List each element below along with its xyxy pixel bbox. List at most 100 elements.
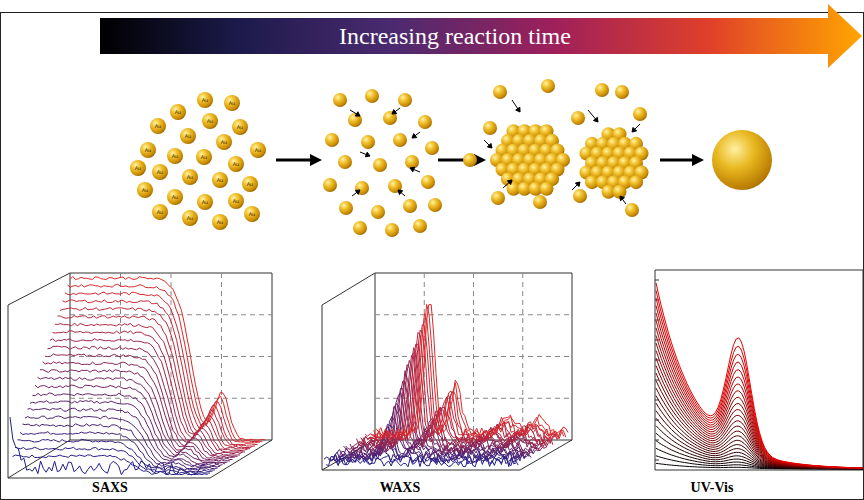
au-atom (182, 210, 198, 226)
au-atom (130, 160, 146, 176)
atom-symbol: Au (202, 199, 209, 205)
cluster-atom (540, 182, 554, 196)
gold-seed (338, 155, 352, 169)
gold-seed (595, 83, 609, 97)
gold-particles (130, 79, 649, 237)
au-atom (197, 194, 213, 210)
gold-seed (533, 195, 547, 209)
axis-line (322, 305, 323, 470)
gold-seed (405, 155, 419, 169)
arrow-head (632, 127, 637, 132)
gold-seed (463, 153, 477, 167)
arrow-head (575, 182, 580, 187)
gold-seed (413, 219, 427, 233)
au-atom (228, 193, 244, 209)
au-atom (244, 206, 260, 222)
motion-arrow (503, 180, 512, 188)
gold-seed (573, 189, 587, 203)
atom-symbol: Au (247, 181, 254, 187)
data-curve (656, 358, 863, 468)
atom-symbol: Au (175, 109, 182, 115)
atom-symbol: Au (202, 97, 209, 103)
atom-symbol: Au (217, 177, 224, 183)
frame (1, 13, 864, 500)
au-atom (228, 156, 244, 172)
motion-arrow (350, 110, 360, 116)
gold-seed (428, 198, 442, 212)
gold-seed (398, 93, 412, 107)
data-curve (38, 377, 233, 459)
axis-line (221, 273, 222, 440)
atom-symbol: Au (207, 118, 214, 124)
data-curve (25, 416, 220, 467)
atom-symbol: Au (157, 169, 164, 175)
gold-seed (541, 79, 555, 93)
data-curve (70, 277, 265, 441)
atom-symbol: Au (185, 133, 192, 139)
atom-symbol: Au (142, 187, 149, 193)
gold-seed (421, 175, 435, 189)
arrow-head (594, 117, 598, 122)
data-curve (68, 284, 263, 441)
axis-line (8, 305, 9, 478)
atom-symbol: Au (135, 165, 142, 171)
plot-title: UV-Vis (691, 480, 734, 496)
gold-seed (323, 178, 337, 192)
axis-line (655, 270, 864, 271)
au-atom (180, 128, 196, 144)
data-curve (35, 385, 230, 461)
arrow-head (410, 167, 415, 172)
arrow-head (355, 112, 360, 116)
au-atom (196, 149, 212, 165)
data-curve (63, 300, 258, 445)
gold-seed (393, 133, 407, 147)
axis-line (473, 273, 474, 440)
au-atom (170, 104, 186, 120)
au-atom (197, 92, 213, 108)
data-curve (374, 305, 566, 439)
arrow-head (398, 190, 403, 195)
data-curve (40, 370, 235, 458)
atom-symbol: Au (233, 198, 240, 204)
atom-symbol: Au (201, 154, 208, 160)
cluster-atom (613, 185, 627, 199)
motion-arrow (392, 108, 400, 114)
au-atom (202, 113, 218, 129)
au-atom (150, 118, 166, 134)
atom-symbol: Au (255, 147, 262, 153)
arrow-head (516, 107, 520, 112)
au-atom (167, 189, 183, 205)
gold-seed (365, 89, 379, 103)
data-curve (656, 366, 863, 469)
plot-title: WAXS (380, 480, 420, 496)
motion-arrow (620, 196, 626, 204)
motion-arrow (410, 168, 420, 172)
data-curve (656, 351, 863, 469)
gold-seed (418, 115, 432, 129)
data-curve (656, 343, 863, 468)
arrow-head (365, 152, 370, 157)
arrow-head (507, 180, 512, 185)
data-curve (18, 439, 213, 471)
gold-seed (493, 85, 507, 99)
gold-seed (373, 158, 387, 172)
gold-seed (625, 203, 639, 217)
data-curve (656, 283, 863, 468)
atom-symbol: Au (157, 209, 164, 215)
gold-seed (615, 85, 629, 99)
gold-seed (333, 93, 347, 107)
plot-title: SAXS (92, 480, 128, 496)
au-atom (242, 176, 258, 192)
au-atom (232, 119, 248, 135)
gold-seed (385, 223, 399, 237)
axis-line (655, 470, 864, 471)
axis-line (322, 470, 520, 471)
timeline-label: Increasing reaction time (339, 22, 571, 50)
data-curve (656, 290, 863, 468)
gold-seed (403, 199, 417, 213)
gold-nanoparticle (712, 130, 772, 190)
au-atom (152, 204, 168, 220)
atom-symbol: Au (172, 194, 179, 200)
